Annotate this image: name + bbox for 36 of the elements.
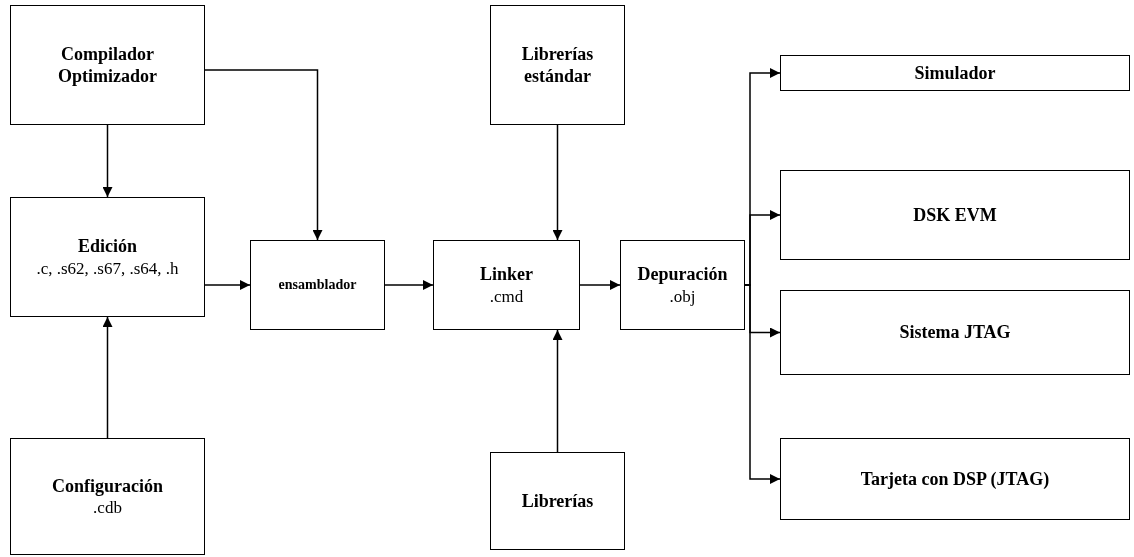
process-box [490,5,625,125]
process-box [780,290,1130,375]
box-title: ensamblador [278,276,357,294]
process-box [620,240,745,330]
process-box [10,438,205,555]
box-title: DSK EVM [913,203,997,227]
box-title: Depuración [637,263,728,286]
process-box [780,438,1130,520]
process-box [780,170,1130,260]
process-box [10,197,205,317]
arrow [384,280,434,290]
arrow [552,329,563,453]
arrow [204,280,251,290]
file-extensions: .cmd [489,285,524,307]
process-box [490,452,625,550]
file-extensions: .cdb [93,497,122,519]
box-title: Sistema JTAG [899,321,1011,344]
arrow [102,124,113,198]
process-box [780,55,1130,91]
box-title: Librerías estándar [520,42,595,88]
arrow [204,69,323,241]
box-title: Compilador Optimizador [57,42,158,88]
arrow [552,124,563,241]
process-box [10,5,205,125]
file-extensions: .c, .s62, .s67, .s64, .h [36,257,179,279]
arrow [102,316,113,439]
arrow [579,280,621,290]
process-box [433,240,580,330]
file-extensions: .obj [669,285,696,307]
box-title: Configuración [52,474,163,498]
box-title: Linker [480,263,533,286]
process-box [250,240,385,330]
box-title: Simulador [914,61,996,85]
box-title: Tarjeta con DSP (JTAG) [860,467,1050,491]
box-title: Librerías [521,489,594,513]
box-title: Edición [78,235,137,258]
